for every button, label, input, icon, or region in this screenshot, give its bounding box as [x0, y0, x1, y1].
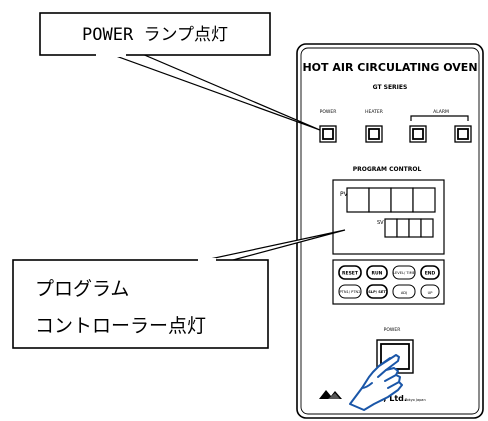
callout-controller-line1: プログラム — [35, 278, 129, 300]
button-reset[interactable]: RESET — [338, 265, 362, 280]
panel-series: GT SERIES — [373, 84, 408, 91]
lamp-label-alarm: ALARM — [433, 109, 449, 115]
pv-label: PV — [340, 191, 349, 198]
lamp-alarm-2 — [454, 125, 472, 143]
svg-text:PTN1/ PTN2: PTN1/ PTN2 — [339, 290, 360, 294]
svg-text:RUN: RUN — [372, 271, 383, 277]
alarm-bracket — [410, 115, 469, 121]
svg-text:ADJ: ADJ — [401, 291, 407, 295]
panel-title: HOT AIR CIRCULATING OVEN — [302, 61, 477, 74]
pointing-hand-icon — [349, 354, 403, 411]
button-ptn[interactable]: PTN1/ PTN2 — [338, 284, 362, 299]
lamp-label-heater: HEATER — [365, 109, 383, 115]
svg-text:RESET: RESET — [342, 271, 359, 277]
callout-power-lamp: POWER ランプ点灯 — [39, 12, 321, 131]
sv-label: SV — [377, 220, 384, 226]
panel-inner — [300, 47, 480, 415]
sv-display — [384, 218, 434, 238]
svg-text:UP: UP — [428, 291, 434, 295]
power-switch-label: POWER — [384, 327, 401, 333]
button-up[interactable]: UP — [420, 284, 440, 299]
callout-controller-box — [12, 259, 269, 349]
button-end[interactable]: END — [420, 265, 440, 280]
button-level-time[interactable]: LEVEL/ TIME — [392, 265, 416, 280]
callout-power-box — [39, 12, 271, 56]
svg-text:SLP/ SET: SLP/ SET — [368, 290, 386, 294]
button-run[interactable]: RUN — [366, 265, 388, 280]
button-adj[interactable]: ADJ — [392, 284, 416, 299]
lamp-heater — [365, 125, 383, 143]
callout-controller: プログラム コントローラー点灯 — [12, 229, 346, 349]
callout-power-pointer — [93, 47, 321, 131]
program-control-label: PROGRAM CONTROL — [353, 166, 422, 173]
brand-logo-icon — [319, 390, 342, 399]
callout-power-text: POWER ランプ点灯 — [82, 25, 228, 45]
svg-text:END: END — [425, 271, 436, 277]
brand-name: Co., Ltd. — [369, 394, 407, 403]
svg-text:LEVEL/ TIME: LEVEL/ TIME — [393, 271, 416, 275]
oven-control-panel: HOT AIR CIRCULATING OVEN GT SERIES POWER… — [296, 43, 484, 419]
pv-display — [346, 187, 436, 213]
lamp-power — [319, 125, 337, 143]
button-slp-set[interactable]: SLP/ SET — [366, 284, 388, 299]
lamp-label-power: POWER — [320, 109, 337, 115]
callout-controller-line2: コントローラー点灯 — [35, 315, 206, 337]
lamp-alarm-1 — [409, 125, 427, 143]
brand-subtext: Tokyo Japan — [404, 398, 426, 402]
